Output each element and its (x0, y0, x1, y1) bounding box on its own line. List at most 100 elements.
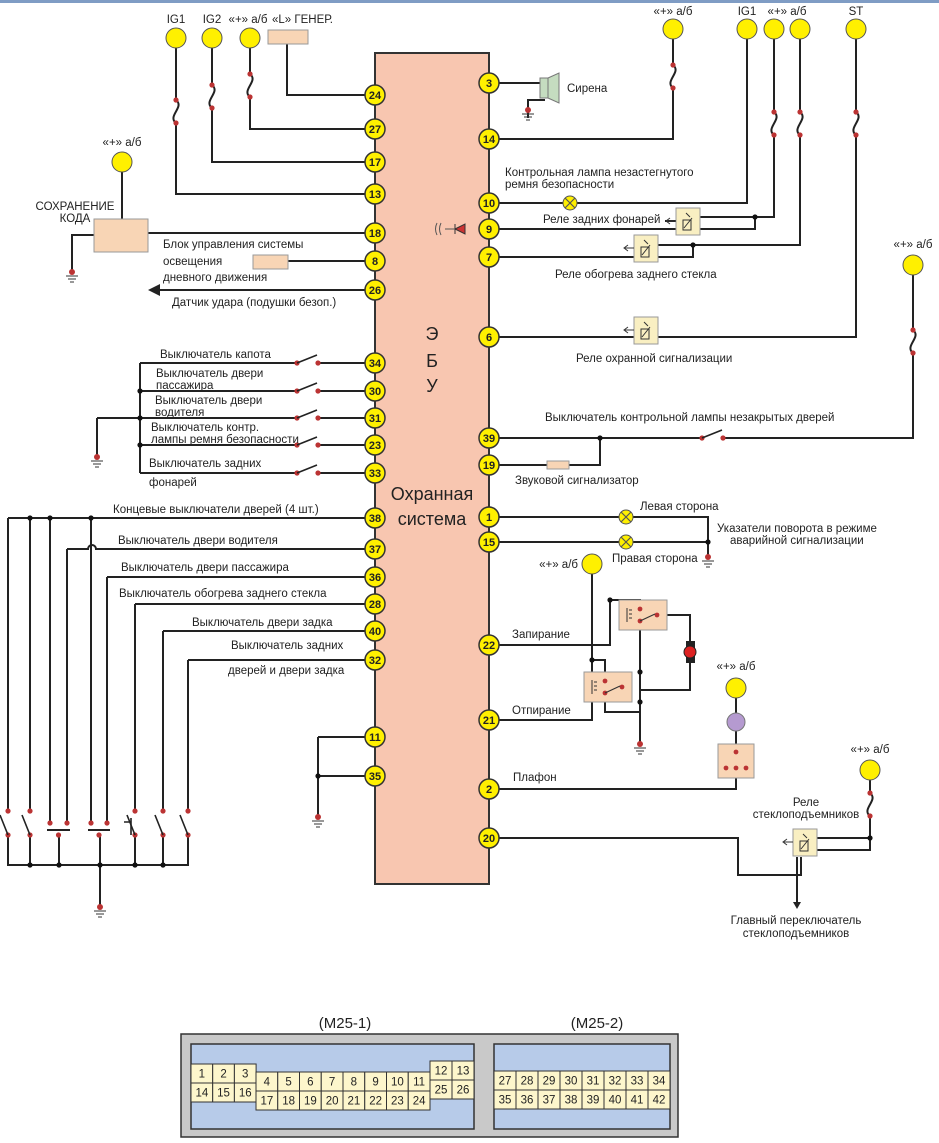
cell-number: 16 (239, 1088, 252, 1100)
pin-circle (478, 128, 500, 150)
battery-label: «+» а/б (539, 559, 578, 571)
connector-cell-18: 18 (277, 1090, 300, 1111)
switch-icon (294, 464, 321, 476)
cell-number: 41 (631, 1095, 644, 1107)
ecu-pin-17: 17 (364, 151, 386, 173)
ecu-pin-27: 27 (364, 118, 386, 140)
cell-number: 34 (653, 1076, 666, 1088)
pin-number: 33 (369, 468, 381, 480)
ig1-label: IG1 (738, 6, 757, 18)
pass-door-label: пассажира (156, 380, 214, 392)
connector-cell-37: 37 (537, 1089, 561, 1110)
connector-cell-1: 1 (190, 1063, 214, 1084)
pin-number: 6 (486, 332, 492, 344)
ecu-pin-8: 8 (364, 250, 386, 272)
junction-dot (137, 415, 143, 421)
motor-icon (683, 641, 697, 663)
ecu-pin-6: 6 (478, 326, 500, 348)
push-switch-icon (124, 818, 132, 835)
door-limit-label: Концевые выключатели дверей (4 шт.) (113, 504, 319, 516)
alarm-relay-label: Реле охранной сигнализации (576, 353, 732, 365)
unlock-label: Отпирание (512, 705, 571, 717)
connector-cell-12: 12 (429, 1060, 453, 1081)
fuse-icon (851, 109, 861, 138)
junction-dot (27, 862, 33, 868)
ground-icon (634, 741, 646, 755)
arrow-icon (148, 284, 160, 296)
pin-circle (478, 326, 500, 348)
ecu-pin-36: 36 (364, 566, 386, 588)
door-switch-icon (179, 808, 191, 838)
buzzer-label: Звуковой сигнализатор (515, 475, 639, 487)
connector-cell-33: 33 (625, 1070, 649, 1091)
pin-number: 40 (369, 626, 381, 638)
pin-number: 18 (369, 228, 381, 240)
pin-circle (364, 434, 386, 456)
pin-number: 27 (369, 124, 381, 136)
cell-number: 19 (304, 1096, 317, 1108)
rear-lights-switch-label: фонарей (149, 477, 197, 489)
pin-circle (364, 507, 386, 529)
ground-icon (66, 269, 78, 283)
cell-number: 37 (543, 1095, 556, 1107)
rear-lights-switch-label: Выключатель задних (149, 458, 262, 470)
cell-number: 32 (609, 1076, 622, 1088)
connector-cell-7: 7 (320, 1071, 344, 1092)
pin-number: 35 (369, 771, 381, 783)
connector-cell-3: 3 (233, 1063, 257, 1084)
pin-circle (364, 620, 386, 642)
generator-label: «L» ГЕНЕР. (272, 14, 333, 26)
pin-circle (364, 765, 386, 787)
cell-number: 2 (220, 1069, 226, 1081)
pin-circle (478, 246, 500, 268)
battery-label: «+» а/б (894, 239, 933, 251)
ecu-pin-30: 30 (364, 380, 386, 402)
pin-circle (478, 506, 500, 528)
connector-cell-22: 22 (364, 1090, 387, 1111)
pin-number: 2 (486, 784, 492, 796)
battery-label: «+» а/б (103, 137, 142, 149)
junction-dot (752, 214, 758, 220)
cell-number: 21 (347, 1096, 360, 1108)
tail-relay-label: Реле задних фонарей (543, 214, 660, 226)
ecu-pin-23: 23 (364, 434, 386, 456)
pin-number: 37 (369, 544, 381, 556)
connector-cell-16: 16 (233, 1082, 257, 1103)
ecu-pin-15: 15 (478, 531, 500, 553)
connector-cell-23: 23 (386, 1090, 409, 1111)
pin-number: 26 (369, 285, 381, 297)
pin-circle (364, 222, 386, 244)
power-terminal-icon (662, 18, 684, 40)
ecu-pin-7: 7 (478, 246, 500, 268)
cell-number: 3 (242, 1069, 248, 1081)
generator-terminal-icon (267, 29, 309, 45)
junction-dot (597, 435, 603, 441)
cell-number: 5 (285, 1077, 291, 1089)
pin-circle (364, 538, 386, 560)
connector-cell-34: 34 (647, 1070, 671, 1091)
connector-cell-20: 20 (320, 1090, 344, 1111)
power-terminal-icon (725, 677, 747, 699)
pin-number: 11 (369, 732, 381, 744)
connector-cell-40: 40 (603, 1089, 627, 1110)
drl-module-icon (252, 254, 289, 270)
power-terminal-icon (581, 553, 603, 575)
pin-circle (478, 454, 500, 476)
door-switch-icon (154, 808, 166, 838)
unlock-relay-icon (583, 671, 633, 703)
cell-number: 36 (521, 1095, 534, 1107)
pin-circle (364, 726, 386, 748)
connector-cell-41: 41 (625, 1089, 649, 1110)
junction-dot (637, 669, 643, 675)
window-main-switch-label: стеклоподъемников (743, 928, 849, 940)
cell-number: 12 (435, 1066, 448, 1078)
pin-number: 31 (369, 413, 381, 425)
cell-number: 10 (391, 1077, 404, 1089)
ecu-pin-26: 26 (364, 279, 386, 301)
cell-number: 24 (413, 1096, 426, 1108)
connector-cell-35: 35 (493, 1089, 517, 1110)
connector-m25-2-title: (M25-2) (571, 1015, 624, 1032)
pin-circle (478, 709, 500, 731)
power-terminal-icon (763, 18, 785, 40)
fuse-icon (908, 327, 918, 356)
